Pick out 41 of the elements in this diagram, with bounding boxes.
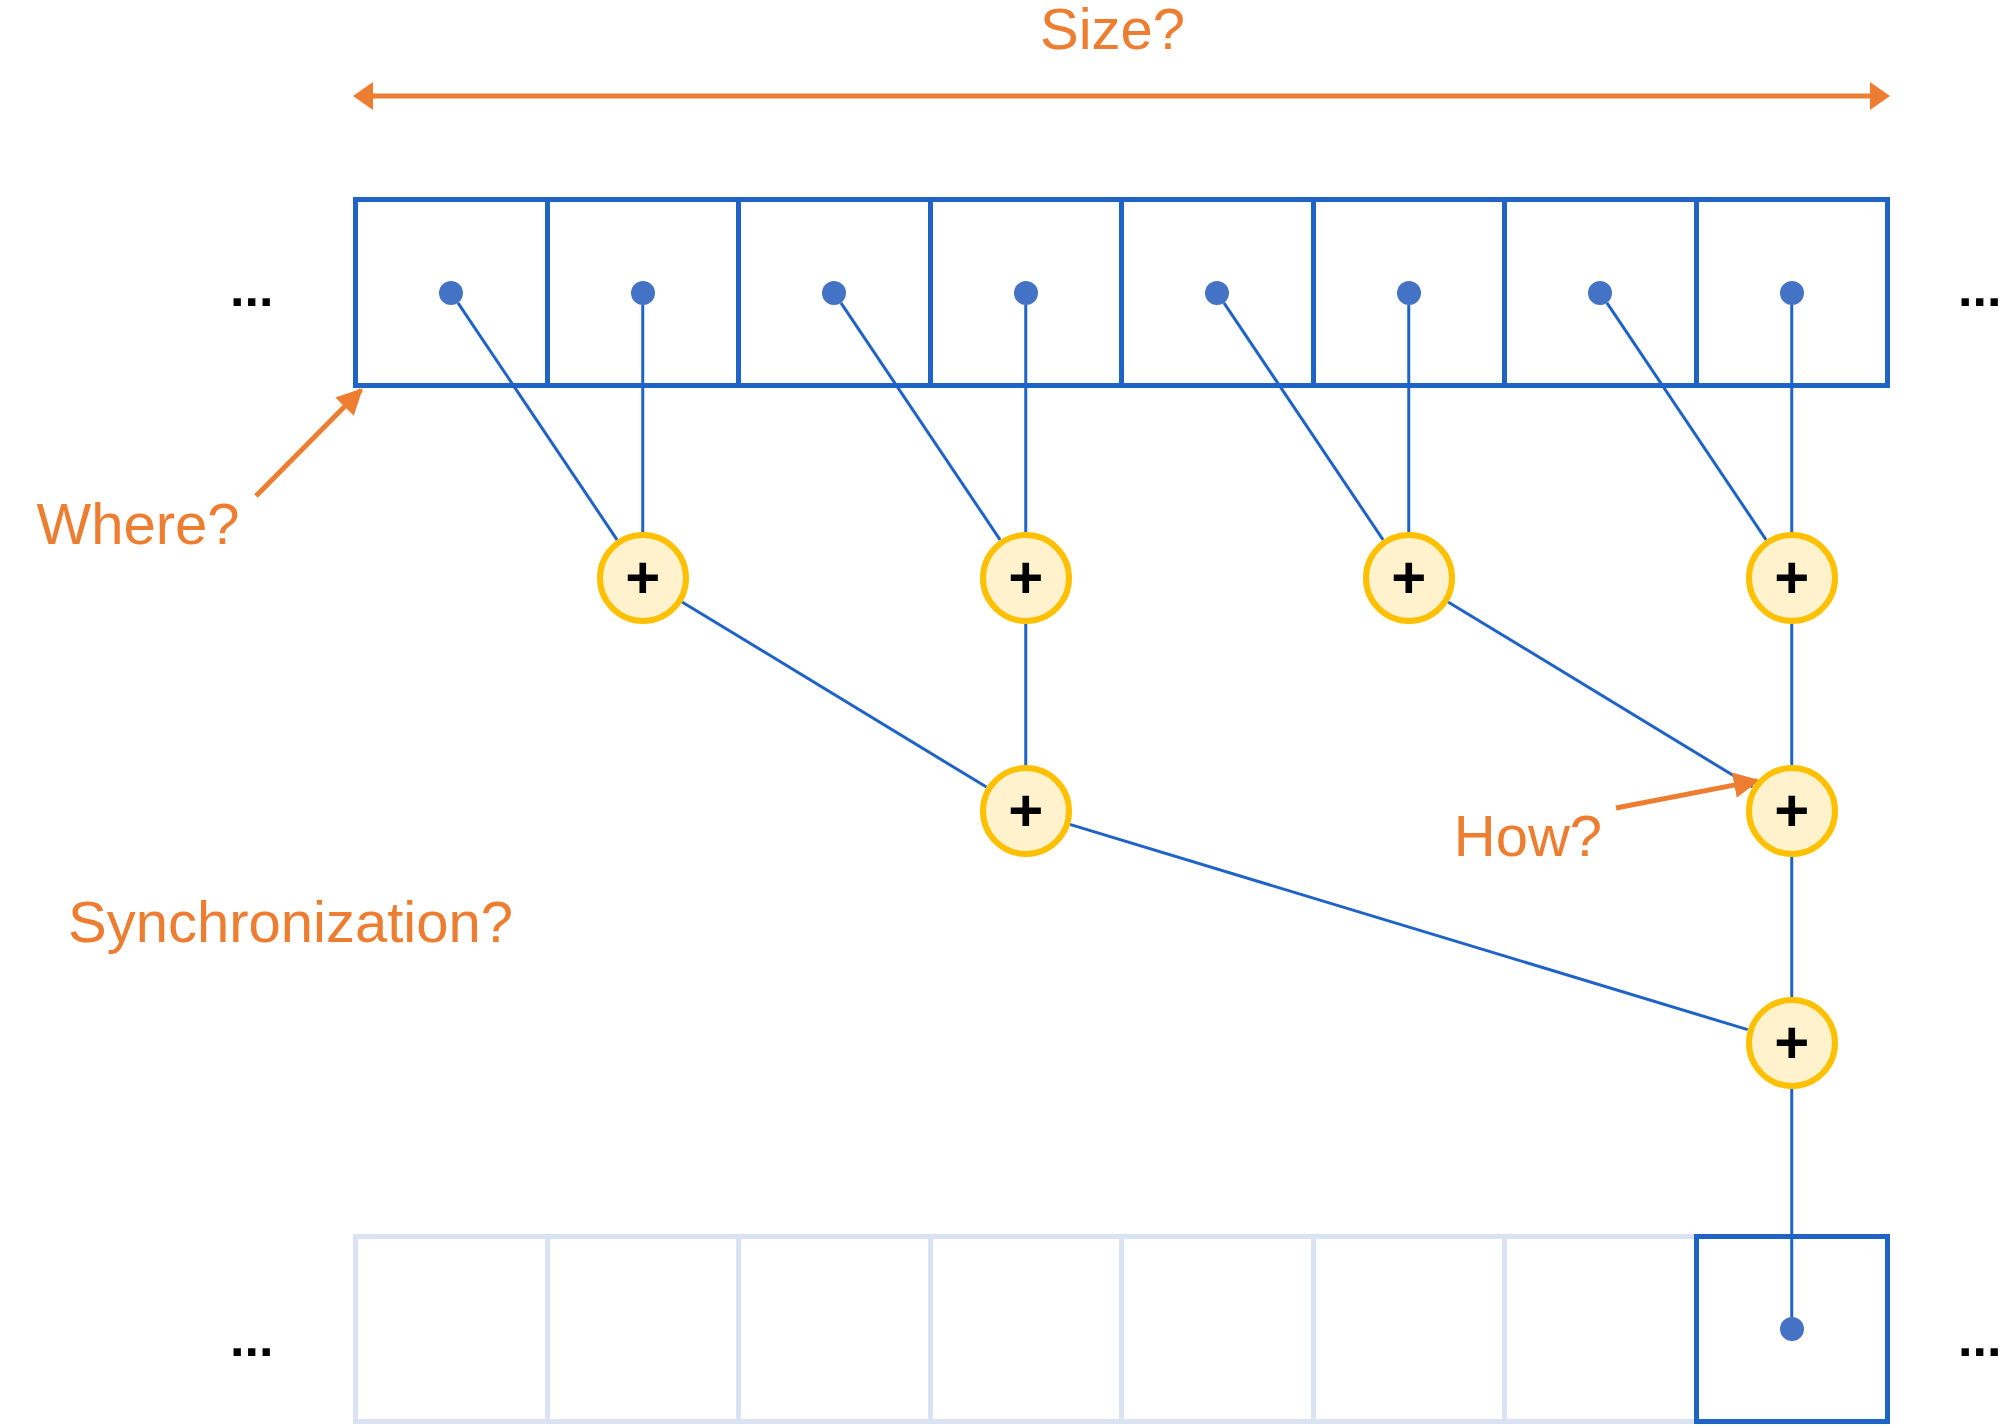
question-text: Where?	[36, 495, 240, 553]
connector-line	[1790, 305, 1794, 532]
leader-arrow	[1615, 772, 1760, 811]
value-dot	[630, 281, 655, 305]
adder-circle: +	[1745, 765, 1838, 857]
ellipsis: ...	[230, 1312, 274, 1364]
value-dot	[1779, 1317, 1804, 1341]
adder-circle: +	[1745, 997, 1838, 1089]
connector-line	[1407, 305, 1411, 532]
adder-circle: +	[1745, 532, 1838, 624]
connector-line	[1790, 624, 1794, 765]
connector-line	[681, 600, 988, 789]
connector-line	[1447, 600, 1754, 789]
value-dot	[822, 281, 847, 305]
value-dot	[1396, 281, 1421, 305]
ellipsis: ...	[1958, 262, 2002, 314]
value-dot	[439, 281, 464, 305]
leader-arrow	[254, 388, 363, 498]
value-dot	[1588, 281, 1613, 305]
connector-line	[1790, 1089, 1794, 1317]
connector-line	[641, 305, 645, 532]
connector-line	[839, 302, 1002, 541]
value-dot	[1013, 281, 1038, 305]
connector-line	[1790, 857, 1794, 997]
adder-circle: +	[979, 532, 1072, 624]
connector-line	[1069, 822, 1749, 1032]
connector-line	[1222, 302, 1385, 541]
connector-line	[456, 302, 619, 541]
adder-circle: +	[596, 532, 689, 624]
ellipsis: ...	[230, 262, 274, 314]
value-dot	[1779, 281, 1804, 305]
ellipsis: ...	[1958, 1312, 2002, 1364]
connector-line	[1024, 624, 1028, 765]
question-text: Size?	[1040, 0, 1186, 58]
question-text: How?	[1453, 807, 1603, 865]
connector-line	[1605, 302, 1768, 541]
connector-line	[1024, 305, 1028, 532]
highlighted-cell	[1693, 1234, 1890, 1424]
adder-circle: +	[1362, 532, 1455, 624]
adder-circle: +	[979, 765, 1072, 857]
value-dot	[1205, 281, 1230, 305]
